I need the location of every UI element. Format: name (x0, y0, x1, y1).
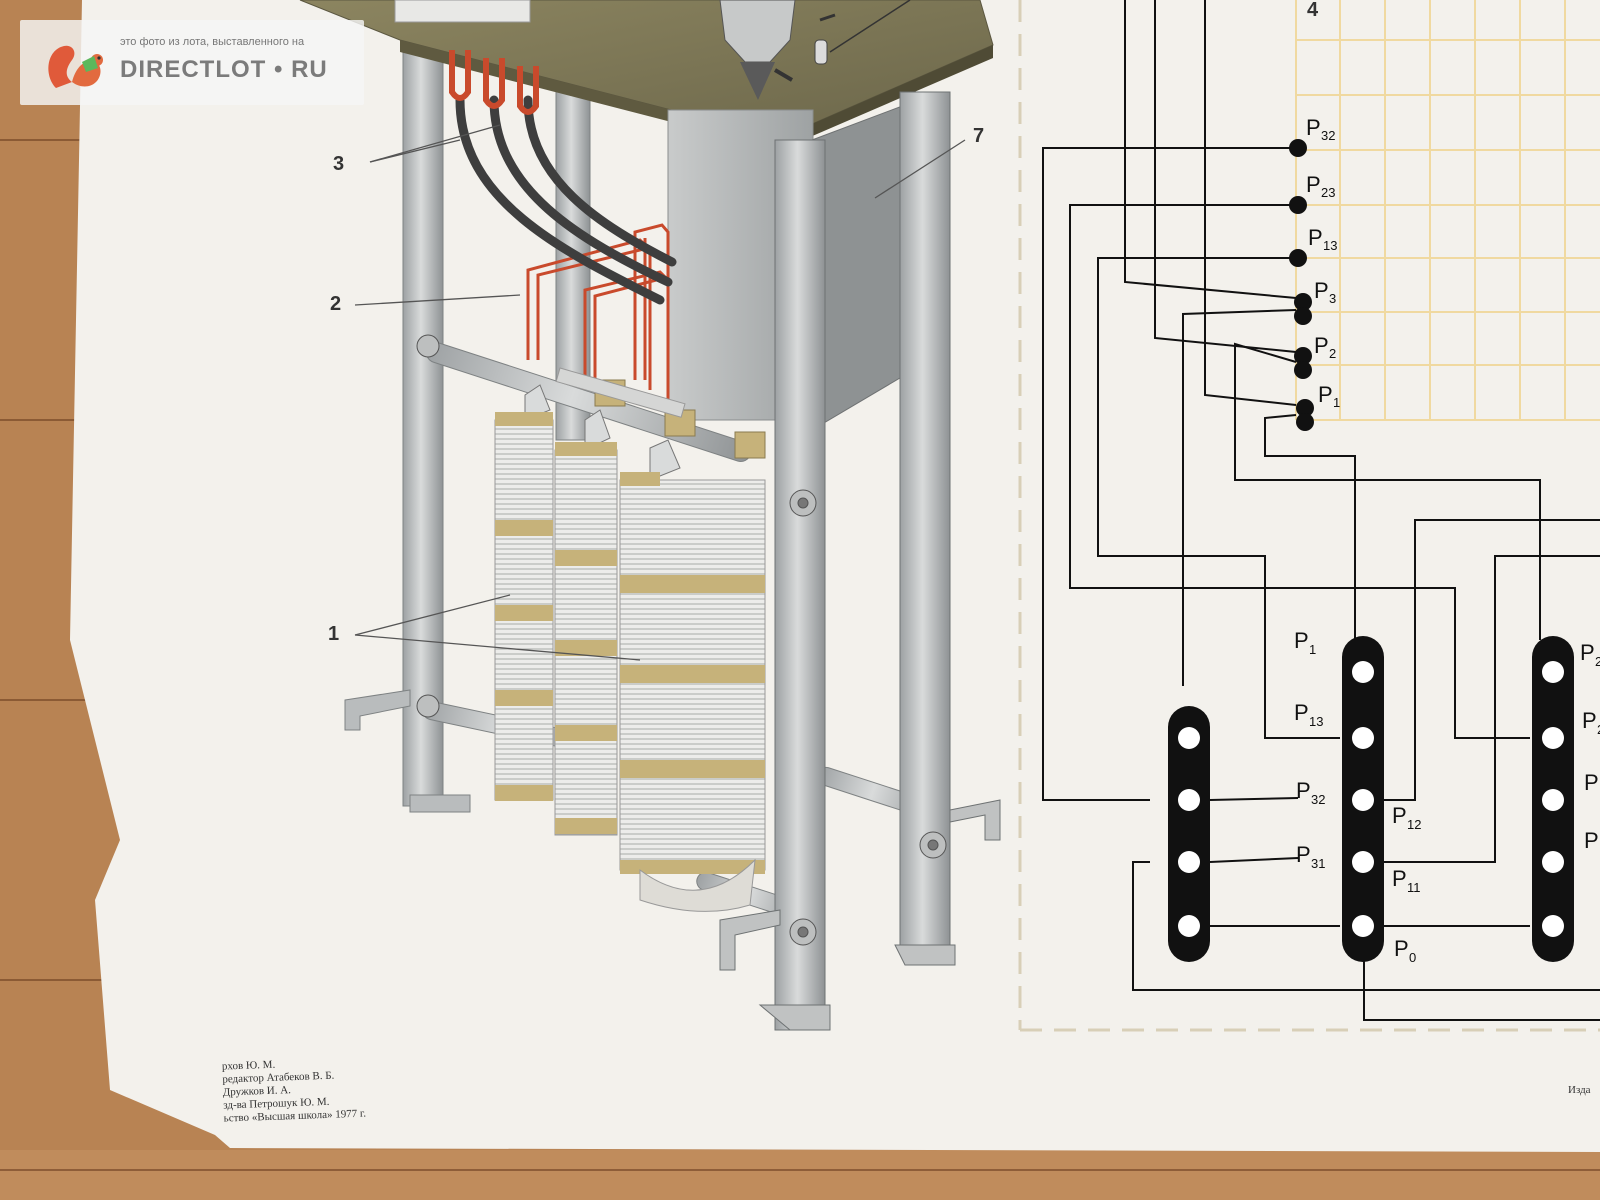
watermark-caption: это фото из лота, выставленного на (120, 36, 305, 48)
svg-text:P: P (1580, 640, 1595, 665)
watermark-dot: • (274, 56, 284, 83)
svg-text:23: 23 (1321, 185, 1335, 200)
paper (70, 0, 1600, 1152)
credit-line-3: Дружков И. А. (223, 1084, 292, 1098)
squirrel-logo-icon (48, 45, 103, 88)
callout-core: 1 (328, 623, 339, 645)
callout-cover: 7 (973, 125, 984, 147)
frame-post-front-right (899, 91, 951, 953)
svg-text:P: P (1394, 936, 1409, 961)
svg-text:31: 31 (1311, 856, 1325, 871)
svg-text:P: P (1318, 382, 1333, 407)
wiring-schematic: P32 P23 P13 P3 P2 P1 P1 P13 P32 P31 P12 … (1018, 0, 1600, 1032)
credit-line-4: зд-ва Петрошук Ю. М. (223, 1096, 330, 1112)
edge-label-4: P (1584, 828, 1599, 853)
frame-post-back-left (402, 35, 444, 807)
svg-text:P: P (1584, 828, 1599, 853)
svg-text:12: 12 (1407, 817, 1421, 832)
svg-text:P: P (1582, 708, 1597, 733)
svg-text:P: P (1294, 700, 1309, 725)
svg-text:1: 1 (1333, 395, 1340, 410)
credit-line-5: ьство «Высшая школа» 1977 г. (223, 1108, 366, 1125)
core-limb-left (494, 384, 554, 801)
edge-label-2: P2 (1582, 708, 1600, 737)
watermark-brand: DIRECTLOT • RU (120, 56, 328, 84)
svg-text:2: 2 (1595, 654, 1600, 669)
svg-text:P: P (1584, 770, 1599, 795)
svg-text:0: 0 (1409, 950, 1416, 965)
core-limb-front (619, 439, 766, 912)
watermark-tld: RU (291, 56, 328, 83)
terminal-board-right (1532, 636, 1574, 962)
edge-label-3: P (1584, 770, 1599, 795)
svg-text:P: P (1296, 842, 1311, 867)
svg-text:P: P (1308, 225, 1323, 250)
credit-line-1: рхов Ю. М. (222, 1059, 276, 1073)
svg-text:P: P (1392, 803, 1407, 828)
cable-leads (455, 95, 677, 305)
terminal-board-middle (1342, 636, 1384, 962)
svg-text:3: 3 (1329, 291, 1336, 306)
svg-text:11: 11 (1407, 880, 1421, 895)
terminal-board-left (1168, 706, 1210, 962)
credits-block: рхов Ю. М. редактор Атабеков В. Б. Дружк… (222, 1059, 367, 1125)
watermark-brand-name: DIRECTLOT (120, 56, 267, 83)
bolts (416, 334, 947, 946)
svg-text:1: 1 (1309, 642, 1316, 657)
svg-text:P: P (1314, 333, 1329, 358)
svg-text:P: P (1392, 866, 1407, 891)
svg-text:P: P (1314, 278, 1329, 303)
frame-post-front (774, 139, 826, 1031)
svg-text:P: P (1296, 778, 1311, 803)
svg-text:32: 32 (1321, 128, 1335, 143)
svg-text:P: P (1306, 172, 1321, 197)
callout-terminal-group: 4 (1307, 0, 1319, 21)
publisher-fragment: Изда (1568, 1084, 1591, 1096)
svg-text:32: 32 (1311, 792, 1325, 807)
side-panel (811, 104, 906, 431)
transformer-illustration (299, 0, 1001, 1031)
core-limb-middle (554, 409, 618, 836)
svg-text:P: P (1294, 628, 1309, 653)
callout-copper-lead: 2 (330, 293, 341, 315)
terminal-dots (1289, 139, 1314, 431)
callout-cable: 3 (333, 153, 344, 175)
svg-text:2: 2 (1329, 346, 1336, 361)
svg-text:2: 2 (1597, 722, 1600, 737)
svg-text:P: P (1306, 115, 1321, 140)
directlot-watermark: это фото из лота, выставленного на DIREC… (20, 20, 364, 105)
svg-text:13: 13 (1323, 238, 1337, 253)
credit-line-2: редактор Атабеков В. Б. (222, 1070, 335, 1086)
wires (1042, 0, 1600, 1021)
svg-text:13: 13 (1309, 714, 1323, 729)
